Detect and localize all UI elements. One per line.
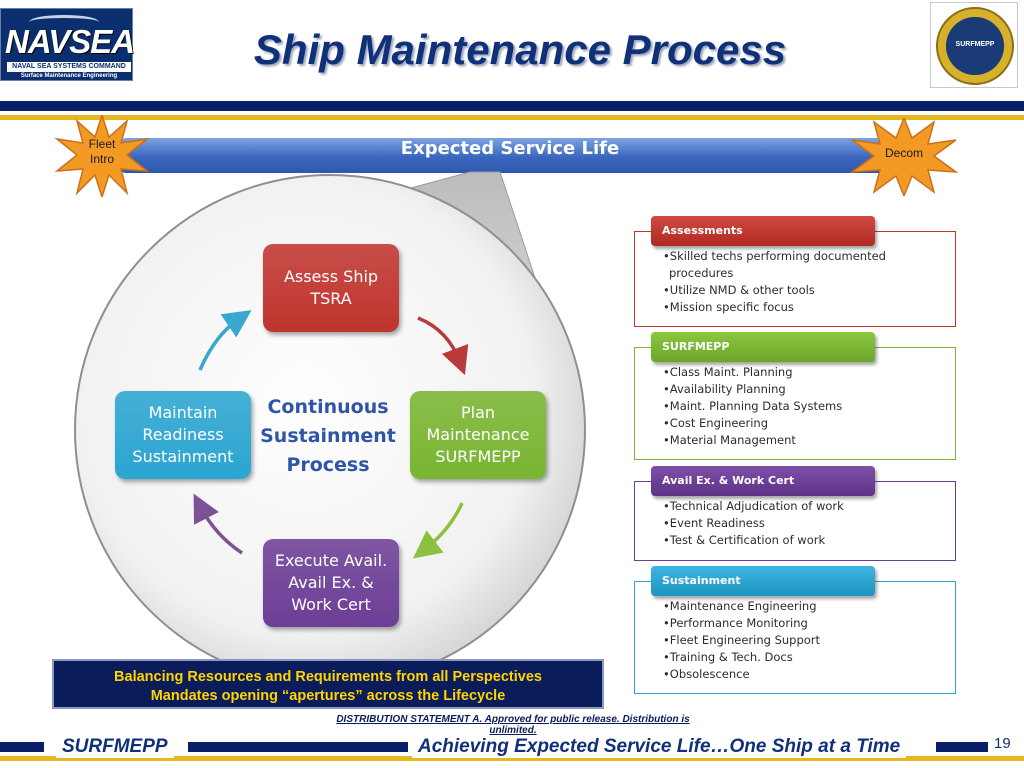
page-number: 19 [994,735,1011,752]
navsea-logo: NAVSEA NAVAL SEA SYSTEMS COMMAND Surface… [0,8,135,81]
header-navy-band [0,101,1024,111]
panel-header-assessments: Assessments [651,216,875,246]
list-item: Availability Planning [659,381,941,398]
balancing-statement-box: Balancing Resources and Requirements fro… [52,659,604,709]
navsea-logo-text: NAVSEA [5,23,135,60]
seal-logo-text: SURFMEPP [955,41,995,48]
decom-starburst: Decom [849,115,959,199]
list-item: Material Management [659,432,941,449]
footer-surfmepp-label: SURFMEPP [56,736,174,758]
header-gold-band [0,115,1024,120]
balancing-line-2: Mandates opening “apertures” across the … [150,688,506,704]
navsea-swoosh-graphic [29,15,99,29]
step-maintain-readiness-label: Maintain Readiness Sustainment [132,403,234,466]
cycle-arrow-plan-to-execute [412,502,464,559]
list-item: Mission specific focus [659,299,941,316]
footer-gold-band [0,756,1024,761]
cycle-center-label: Continuous Sustainment Process [260,396,396,476]
list-item: Training & Tech. Docs [659,649,941,666]
panel-sustainment: Maintenance Engineering Performance Moni… [634,581,956,694]
list-item: Skilled techs performing documented proc… [659,248,941,282]
panel-surfmepp: Class Maint. Planning Availability Plann… [634,347,956,460]
list-item: Fleet Engineering Support [659,632,941,649]
surfmepp-seal-logo: SURFMEPP [930,2,1018,88]
step-plan-maintenance-label: Plan Maintenance SURFMEPP [426,403,530,466]
navsea-logo-line1: NAVAL SEA SYSTEMS COMMAND [7,62,131,72]
list-item: Technical Adjudication of work [659,498,941,515]
list-item: Obsolescence [659,666,941,683]
step-execute-avail: Execute Avail. Avail Ex. & Work Cert [263,539,399,627]
sustainment-list: Maintenance Engineering Performance Moni… [635,582,955,683]
fleet-intro-label: Fleet Intro [88,137,116,166]
fleet-intro-starburst: Fleet Intro [54,112,150,200]
footer-navy-bar-right [936,742,988,752]
avail-ex-list: Technical Adjudication of work Event Rea… [635,482,955,549]
service-life-label: Expected Service Life [400,138,620,159]
footer-tagline: Achieving Expected Service Life…One Ship… [412,736,907,758]
step-maintain-readiness: Maintain Readiness Sustainment [115,391,251,479]
list-item: Performance Monitoring [659,615,941,632]
list-item: Test & Certification of work [659,532,941,549]
step-plan-maintenance: Plan Maintenance SURFMEPP [410,391,546,479]
list-item: Event Readiness [659,515,941,532]
cycle-arrow-execute-to-maintain [193,493,243,555]
list-item: Cost Engineering [659,415,941,432]
seal-ring-graphic [936,7,1014,85]
navsea-logo-line2: Surface Maintenance Engineering [20,73,118,79]
step-execute-avail-label: Execute Avail. Avail Ex. & Work Cert [274,551,388,614]
page-title: Ship Maintenance Process [253,26,787,73]
footer-navy-bar-middle [188,742,408,752]
decom-label: Decom [884,146,923,160]
surfmepp-list: Class Maint. Planning Availability Plann… [635,348,955,449]
step-assess-ship: Assess Ship TSRA [263,244,399,332]
panel-assessments: Skilled techs performing documented proc… [634,231,956,327]
footer-navy-bar-left [0,742,44,752]
cycle-arrow-maintain-to-assess [198,310,252,371]
panel-header-sustainment: Sustainment [651,566,875,596]
list-item: Maintenance Engineering [659,598,941,615]
list-item: Maint. Planning Data Systems [659,398,941,415]
panel-header-avail-ex-work-cert: Avail Ex. & Work Cert [651,466,875,496]
cycle-arrow-assess-to-plan [417,316,469,376]
balancing-line-1: Balancing Resources and Requirements fro… [114,669,542,685]
list-item: Class Maint. Planning [659,364,941,381]
distribution-statement: DISTRIBUTION STATEMENT A. Approved for p… [336,714,690,736]
panel-header-surfmepp: SURFMEPP [651,332,875,362]
assessments-list: Skilled techs performing documented proc… [635,232,955,316]
service-life-bar: Expected Service Life [120,138,900,173]
step-assess-ship-label: Assess Ship TSRA [283,267,379,308]
list-item: Utilize NMD & other tools [659,282,941,299]
